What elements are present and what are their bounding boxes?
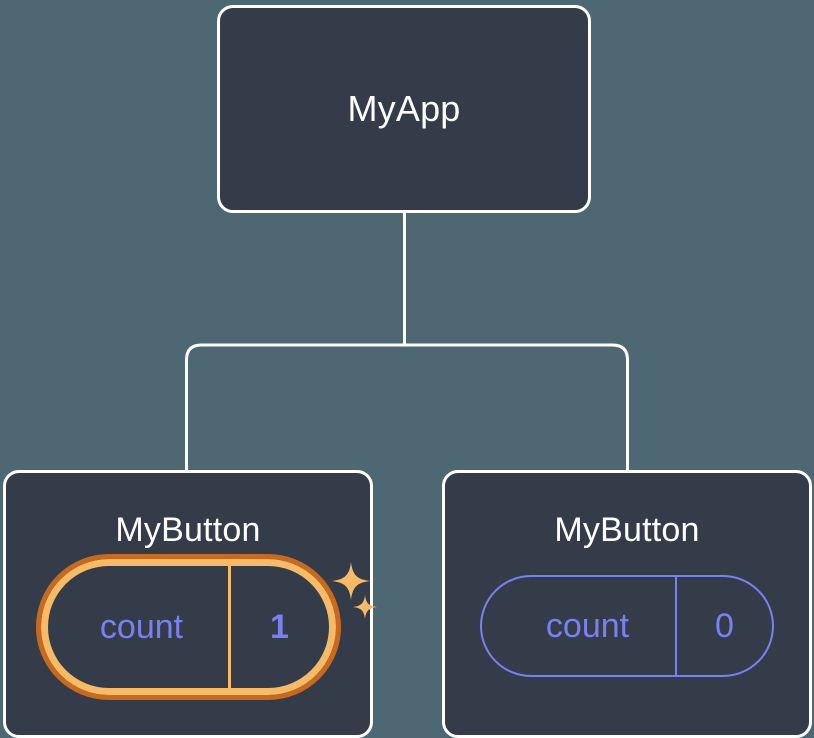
- state-pill-left[interactable]: count 1: [35, 554, 341, 700]
- node-myapp[interactable]: MyApp: [217, 5, 591, 213]
- state-pill-right[interactable]: count 0: [480, 575, 774, 677]
- sparkle-large-icon: [331, 562, 370, 600]
- state-pill-left-value: 1: [227, 566, 329, 688]
- node-mybutton-left[interactable]: MyButton count 1: [3, 470, 377, 738]
- state-pill-right-value: 0: [675, 577, 772, 675]
- node-mybutton-right[interactable]: MyButton count 0: [442, 470, 812, 738]
- state-pill-left-wrapper: count 1: [35, 554, 377, 700]
- connector-to-left-child: [185, 343, 405, 470]
- node-mybutton-right-label: MyButton: [554, 511, 700, 549]
- sparkle-small-icon: [352, 595, 377, 619]
- state-pill-left-key: count: [99, 608, 184, 646]
- node-mybutton-left-label: MyButton: [115, 511, 261, 549]
- node-myapp-label: MyApp: [347, 88, 461, 129]
- state-pill-right-key: count: [545, 607, 630, 645]
- connector-to-right-child: [404, 343, 629, 470]
- state-pill-right-wrapper: count 0: [480, 575, 774, 677]
